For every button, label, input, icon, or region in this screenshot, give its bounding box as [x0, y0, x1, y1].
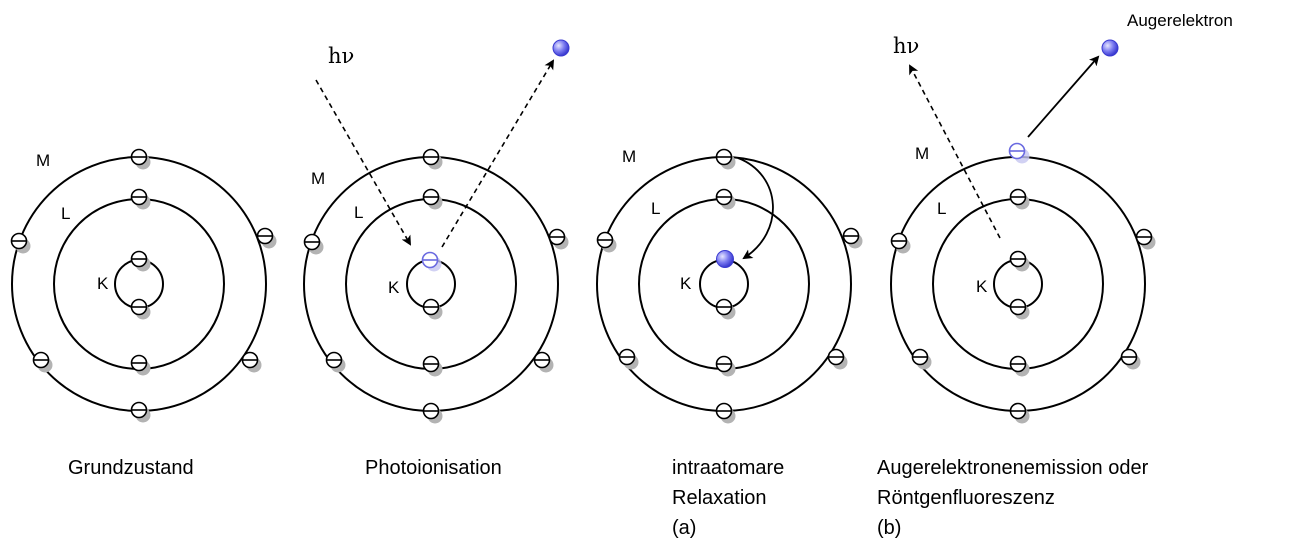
electron: [130, 250, 151, 272]
shell-k-label: K: [680, 274, 692, 293]
electron: [1120, 348, 1141, 370]
atom-relaxation: M L K: [596, 147, 863, 424]
electron: [130, 188, 151, 210]
electron: [548, 228, 569, 250]
caption-line: (a): [672, 517, 697, 539]
electron: [256, 227, 277, 249]
photoelectron-path-arrow: [441, 59, 555, 248]
incoming-photon-arrow: [315, 79, 411, 246]
electron: [827, 348, 848, 370]
electron: [303, 233, 324, 255]
shell-m-label: M: [915, 144, 929, 163]
caption-line: Röntgenfluoreszenz: [877, 487, 1055, 509]
electron: [618, 348, 639, 370]
shell-m-label: M: [311, 169, 325, 188]
caption-line: intraatomare: [672, 457, 785, 479]
electron: [1009, 355, 1030, 377]
shell-l-label: L: [61, 204, 70, 223]
auger-electron-arrow: [1027, 55, 1100, 138]
atom-ground-state: M L K: [10, 148, 277, 423]
electron: [911, 348, 932, 370]
electron: [422, 188, 443, 210]
shell-l-label: L: [937, 199, 946, 218]
auger-electron-label: Augerelektron: [1127, 11, 1233, 30]
shell-l-orbit: [932, 198, 1104, 370]
shell-l-orbit: [345, 198, 517, 370]
electron: [1135, 228, 1156, 250]
electron: [1009, 298, 1030, 320]
caption-line: Relaxation: [672, 487, 767, 509]
electron: [130, 354, 151, 376]
electron: [715, 402, 736, 424]
electron: [842, 227, 863, 249]
shell-l-label: L: [354, 203, 363, 222]
shell-m-label: M: [622, 147, 636, 166]
relaxation-arrow: [737, 157, 774, 260]
atom-auger-emission: M L K hν Augerelektron: [890, 11, 1233, 424]
electron: [130, 298, 151, 320]
atom-photoionization: M L K hν: [303, 39, 570, 424]
auger-electron: [1101, 39, 1119, 57]
caption-relaxation: intraatomare Relaxation (a): [672, 453, 784, 543]
photon-label: hν: [893, 34, 919, 58]
electron: [715, 355, 736, 377]
caption-auger: Augerelektronenemission oder Röntgenfluo…: [877, 453, 1148, 543]
electron: [422, 355, 443, 377]
caption-line: (b): [877, 517, 902, 539]
electron: [890, 232, 911, 254]
electron: [325, 351, 346, 373]
electron: [1009, 188, 1030, 210]
shell-k-label: K: [388, 278, 400, 297]
electron: [1009, 402, 1030, 424]
electron: [422, 298, 443, 320]
shell-k-label: K: [976, 277, 988, 296]
caption-ground-state: Grundzustand: [68, 453, 194, 483]
electron: [130, 148, 151, 170]
shell-m-label: M: [36, 151, 50, 170]
electron: [596, 231, 617, 253]
photon-label: hν: [328, 44, 354, 68]
electron: [715, 298, 736, 320]
electron: [715, 148, 736, 170]
electron-group: [890, 188, 1156, 424]
shell-l-label: L: [651, 199, 660, 218]
k-shell-vacancy: [421, 251, 442, 272]
electron: [715, 188, 736, 210]
shell-l-orbit: [53, 198, 225, 370]
electron: [32, 351, 53, 373]
shell-k-label: K: [97, 274, 109, 293]
photoelectron: [552, 39, 570, 57]
caption-line: Photoionisation: [365, 457, 502, 479]
electron-group: [10, 148, 277, 423]
electron: [241, 351, 262, 373]
electron: [422, 148, 443, 170]
electron-group: [596, 148, 863, 424]
caption-line: Augerelektronenemission oder: [877, 457, 1149, 479]
caption-photoionization: Photoionisation: [365, 453, 502, 483]
electron: [10, 232, 31, 254]
electron-group: [303, 148, 569, 424]
electron: [130, 401, 151, 423]
electron: [533, 351, 554, 373]
electron: [1009, 250, 1030, 272]
m-shell-vacancy: [1008, 142, 1030, 164]
electron: [422, 402, 443, 424]
relaxed-electron: [716, 250, 734, 268]
shell-l-orbit: [638, 198, 810, 370]
caption-line: Grundzustand: [68, 457, 194, 479]
